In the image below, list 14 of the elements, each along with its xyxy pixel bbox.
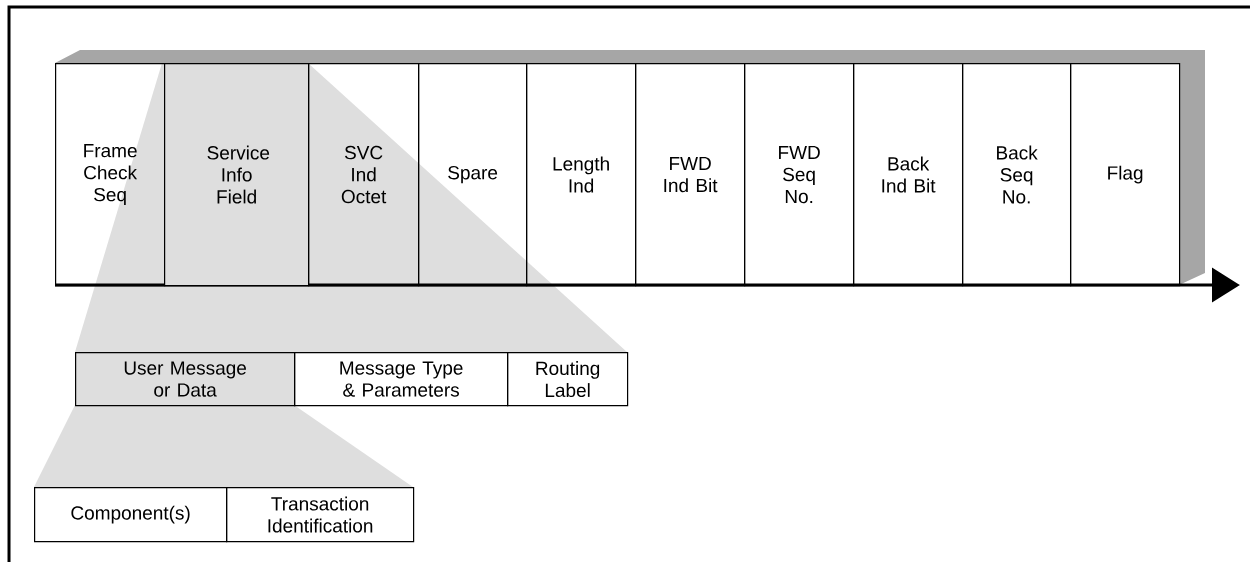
field-box: Service Info Field [164, 63, 310, 287]
field-box: Length Ind [526, 63, 637, 287]
field-box: Transaction Identification [226, 486, 415, 543]
field-box: SVC Ind Octet [308, 63, 420, 287]
field-box: User Message or Data [75, 352, 296, 407]
field-box: Component(s) [34, 486, 228, 543]
field-box: Back Seq No. [962, 63, 1072, 287]
field-box: FWD Seq No. [744, 63, 855, 287]
field-box: FWD Ind Bit [635, 63, 746, 287]
field-box: Message Type & Parameters [294, 352, 509, 407]
field-box: Flag [1070, 63, 1181, 287]
field-box: Back Ind Bit [853, 63, 964, 287]
field-box: Routing Label [507, 352, 629, 407]
field-box: Spare [418, 63, 528, 287]
